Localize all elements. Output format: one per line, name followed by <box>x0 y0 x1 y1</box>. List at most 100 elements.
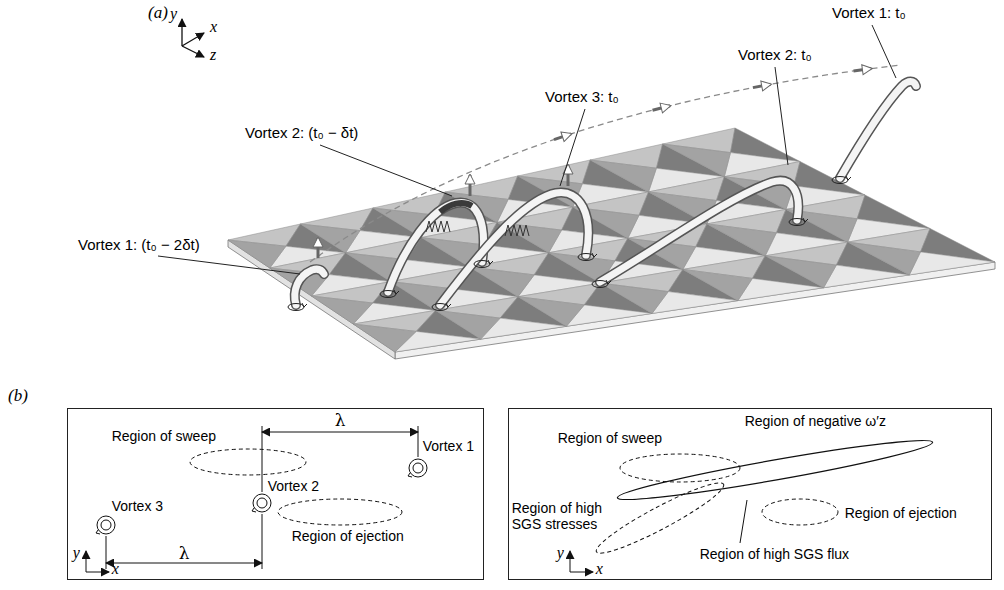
vortex-tube <box>840 82 916 179</box>
rotation-arrow <box>592 253 597 257</box>
x-axis <box>86 572 109 573</box>
rotation-arrow <box>96 530 100 534</box>
panel-letter: (b) <box>8 386 28 406</box>
region-label: Region of negative ω′z <box>745 413 886 429</box>
vortex-tube-outline <box>600 181 798 282</box>
rotation-arrow <box>488 260 493 264</box>
vortex-symbol <box>101 520 111 530</box>
region-label: Region of ejection <box>292 528 404 544</box>
vortex-symbol <box>257 498 267 508</box>
region-label: Region of high SGS stresses <box>512 500 612 532</box>
z-axis <box>182 46 204 57</box>
vortex-label: Vortex 1: t₀ <box>832 4 906 21</box>
lift-arrow <box>567 165 570 186</box>
trajectory-arc <box>310 65 900 262</box>
rotation-arrow <box>846 176 851 180</box>
rotation-arrow <box>606 280 611 284</box>
pyramid-face <box>436 310 501 339</box>
vortex-tube <box>388 203 484 292</box>
spring-mark <box>426 221 450 232</box>
panel-left-drawing <box>86 426 427 572</box>
vortex-tube <box>440 193 588 305</box>
vortex-tube <box>295 269 324 305</box>
pyramid-face <box>707 224 777 256</box>
sweep-region <box>190 449 306 475</box>
negative-vorticity-region <box>616 432 935 507</box>
rotation-arrow <box>803 218 808 222</box>
vortex-label: Vortex 2: t₀ <box>738 46 812 63</box>
rotation-arrow <box>252 508 256 512</box>
ejection-region <box>762 499 838 525</box>
pyramid-face <box>312 296 373 324</box>
axis-label: x <box>210 18 217 36</box>
convection-arrow <box>753 84 771 87</box>
convection-arrow <box>653 106 670 110</box>
axis-label: y <box>557 544 564 562</box>
pyramid-face <box>470 267 535 297</box>
x-axis <box>570 572 593 573</box>
panel-right-drawing <box>570 432 934 572</box>
dimension-label: λ <box>179 543 190 563</box>
rotation-ring <box>380 291 396 298</box>
vortex-label: Vortex 3 <box>112 498 163 514</box>
leader-line <box>158 256 300 274</box>
rotation-arrow <box>446 303 451 307</box>
leader-line <box>320 145 452 196</box>
vortex-tube <box>600 181 798 282</box>
y-axis <box>181 19 182 46</box>
pyramid-face <box>738 278 824 300</box>
region-label: Region of sweep <box>558 430 662 446</box>
pyramid-face <box>909 252 995 275</box>
vortex-head-dark <box>440 203 472 212</box>
pyramid-face <box>765 256 836 288</box>
lift-arrow <box>317 238 320 258</box>
rotation-arrow <box>302 303 307 307</box>
rotation-ring <box>288 304 304 311</box>
rotation-ring <box>578 254 594 261</box>
axis-label: x <box>112 560 119 578</box>
leader-lines <box>158 25 896 274</box>
lift-arrow <box>469 175 472 196</box>
extension-line <box>262 426 263 492</box>
y-axis <box>570 551 571 572</box>
vortex-symbol <box>409 459 427 477</box>
rotation-ring <box>432 304 448 311</box>
vortex-label: Vortex 1: (t₀ − 2δt) <box>78 236 200 253</box>
x-axis <box>182 33 204 46</box>
sweep-region <box>620 454 740 482</box>
dimension-label: λ <box>335 410 346 430</box>
axis-label: z <box>210 46 216 64</box>
leader-line <box>872 25 896 78</box>
vortex-label: Vortex 2: (t₀ − δt) <box>245 124 358 141</box>
pyramid-face <box>683 269 753 300</box>
pyramid-face <box>848 242 921 275</box>
pyramid-face <box>824 265 910 288</box>
region-label: Region of high SGS flux <box>700 546 849 562</box>
panel-box: Region of sweep Region of negative ω′zReg… <box>508 408 992 580</box>
extension-line <box>418 426 419 457</box>
rotation-arrow <box>408 473 412 477</box>
vortex-symbol <box>253 494 271 512</box>
spring-mark <box>505 225 529 236</box>
axis-label: y <box>170 5 177 23</box>
vortex-symbol <box>97 516 115 534</box>
pyramid-face <box>518 297 584 327</box>
axes-a <box>182 19 204 57</box>
vortex-tube-outline <box>840 82 916 179</box>
panel-letter: (a) <box>148 3 168 23</box>
rotation-ring <box>789 219 805 226</box>
extension-line <box>262 514 263 569</box>
region-label: Region of ejection <box>845 505 957 521</box>
axis-label: x <box>596 560 603 578</box>
extension-line <box>106 536 107 569</box>
vortex-label: Vortex 3: t₀ <box>545 88 619 105</box>
vortex-tube-outline <box>440 193 588 305</box>
vortex-tubes <box>288 82 916 311</box>
rotation-ring <box>592 281 608 288</box>
leader-line <box>775 67 788 165</box>
pyramid-face <box>663 144 731 177</box>
dimension-line <box>262 432 418 433</box>
vortex-symbol <box>413 463 423 473</box>
vortex-tube-outline <box>295 269 324 305</box>
leader-line <box>740 500 747 543</box>
